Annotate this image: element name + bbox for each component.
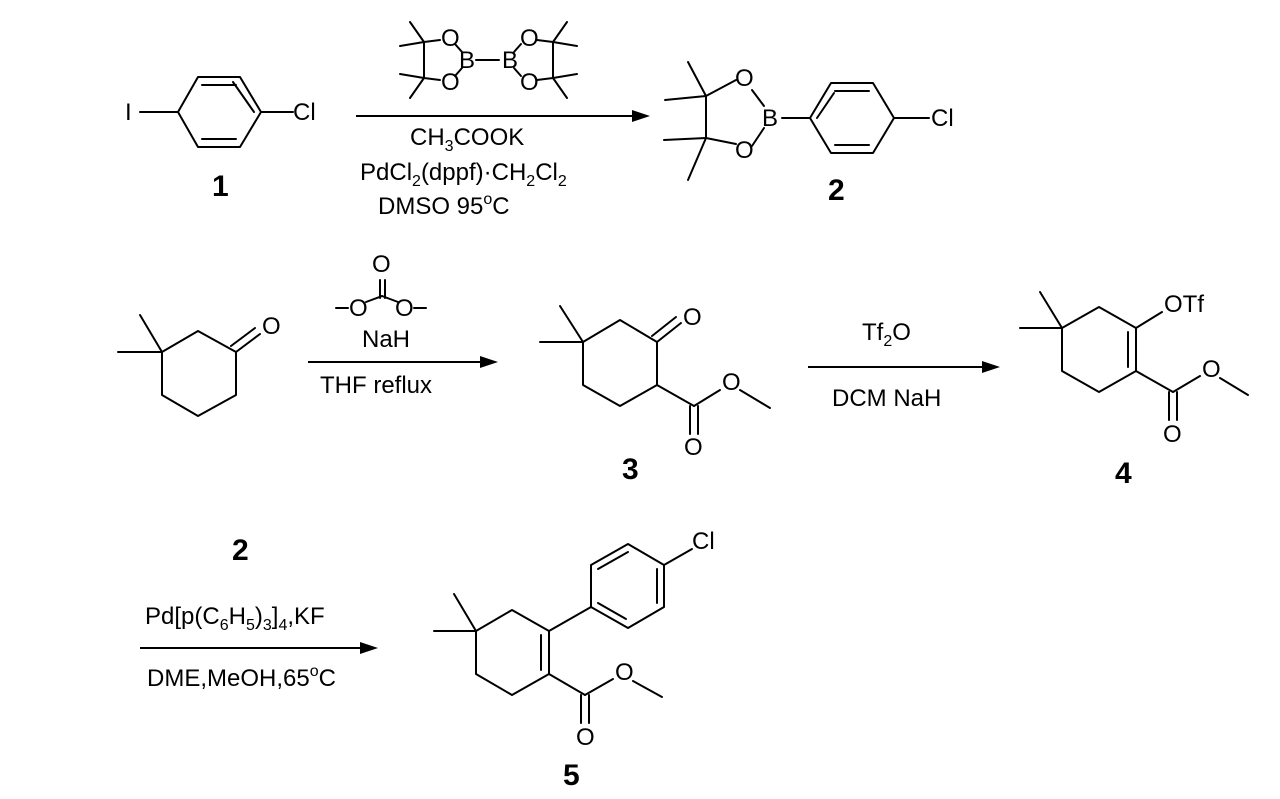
dimethyl-carbonate-structure: O O O: [335, 251, 427, 322]
boron-atom: B: [762, 105, 778, 132]
oxygen-atom: O: [262, 313, 281, 340]
step4-reagent-above: Pd[p(C6H5)3]4,KF: [145, 603, 325, 634]
iodine-atom: I: [125, 99, 132, 126]
step2-reagent-below: THF reflux: [320, 372, 432, 399]
compound-4-structure: OTf O O: [1019, 291, 1249, 448]
boron-atom: B: [459, 47, 475, 74]
oxygen-atom: O: [576, 724, 595, 751]
compound-3-label: 3: [622, 453, 639, 486]
oxygen-atom: O: [520, 25, 539, 52]
compound-3-structure: O O O: [539, 304, 771, 461]
oxygen-atom: O: [372, 251, 391, 278]
step2-reagent-above: NaH: [362, 326, 410, 353]
reaction-arrow-4: [140, 642, 378, 654]
reaction-arrow-2: [308, 356, 498, 368]
step3-reagent-below: DCM NaH: [832, 385, 941, 412]
b2pin2-structure: O O B B O O: [399, 21, 578, 99]
oxygen-atom: O: [395, 295, 414, 322]
compound-2-label: 2: [828, 174, 845, 207]
step1-reagent-line-2: PdCl2(dppf)·CH2Cl2: [360, 159, 567, 190]
compound-5-label: 5: [563, 759, 580, 792]
compound-5-structure: Cl O O: [433, 528, 715, 751]
reagent-2-label: 2: [232, 534, 249, 567]
step1-reagent-line-3: DMSO 95oC: [378, 191, 510, 220]
oxygen-atom: O: [1202, 356, 1221, 383]
reaction-arrow-3: [808, 361, 1000, 373]
ketone-structure: O: [117, 313, 281, 417]
oxygen-atom: O: [683, 304, 702, 331]
step1-reagent-line-1: CH3COOK: [410, 124, 524, 155]
oxygen-atom: O: [615, 659, 634, 686]
oxygen-atom: O: [441, 25, 460, 52]
chlorine-atom: Cl: [692, 528, 715, 555]
compound-2-structure: O O B Cl: [663, 61, 954, 181]
oxygen-atom: O: [735, 65, 754, 92]
oxygen-atom: O: [520, 69, 539, 96]
oxygen-atom: O: [684, 434, 703, 461]
reaction-arrow-1: [356, 110, 650, 122]
compound-1-label: 1: [212, 170, 229, 203]
oxygen-atom: O: [1163, 421, 1182, 448]
chlorine-atom: Cl: [931, 105, 954, 132]
oxygen-atom: O: [722, 369, 741, 396]
step4-reagent-below: DME,MeOH,65oC: [147, 663, 336, 692]
chlorine-atom: Cl: [293, 99, 316, 126]
step3-reagent-above: Tf2O: [862, 319, 911, 350]
compound-1-structure: I Cl: [125, 76, 316, 148]
oxygen-atom: O: [349, 295, 368, 322]
triflate-group: OTf: [1164, 291, 1204, 318]
compound-4-label: 4: [1115, 457, 1132, 490]
oxygen-atom: O: [735, 137, 754, 164]
